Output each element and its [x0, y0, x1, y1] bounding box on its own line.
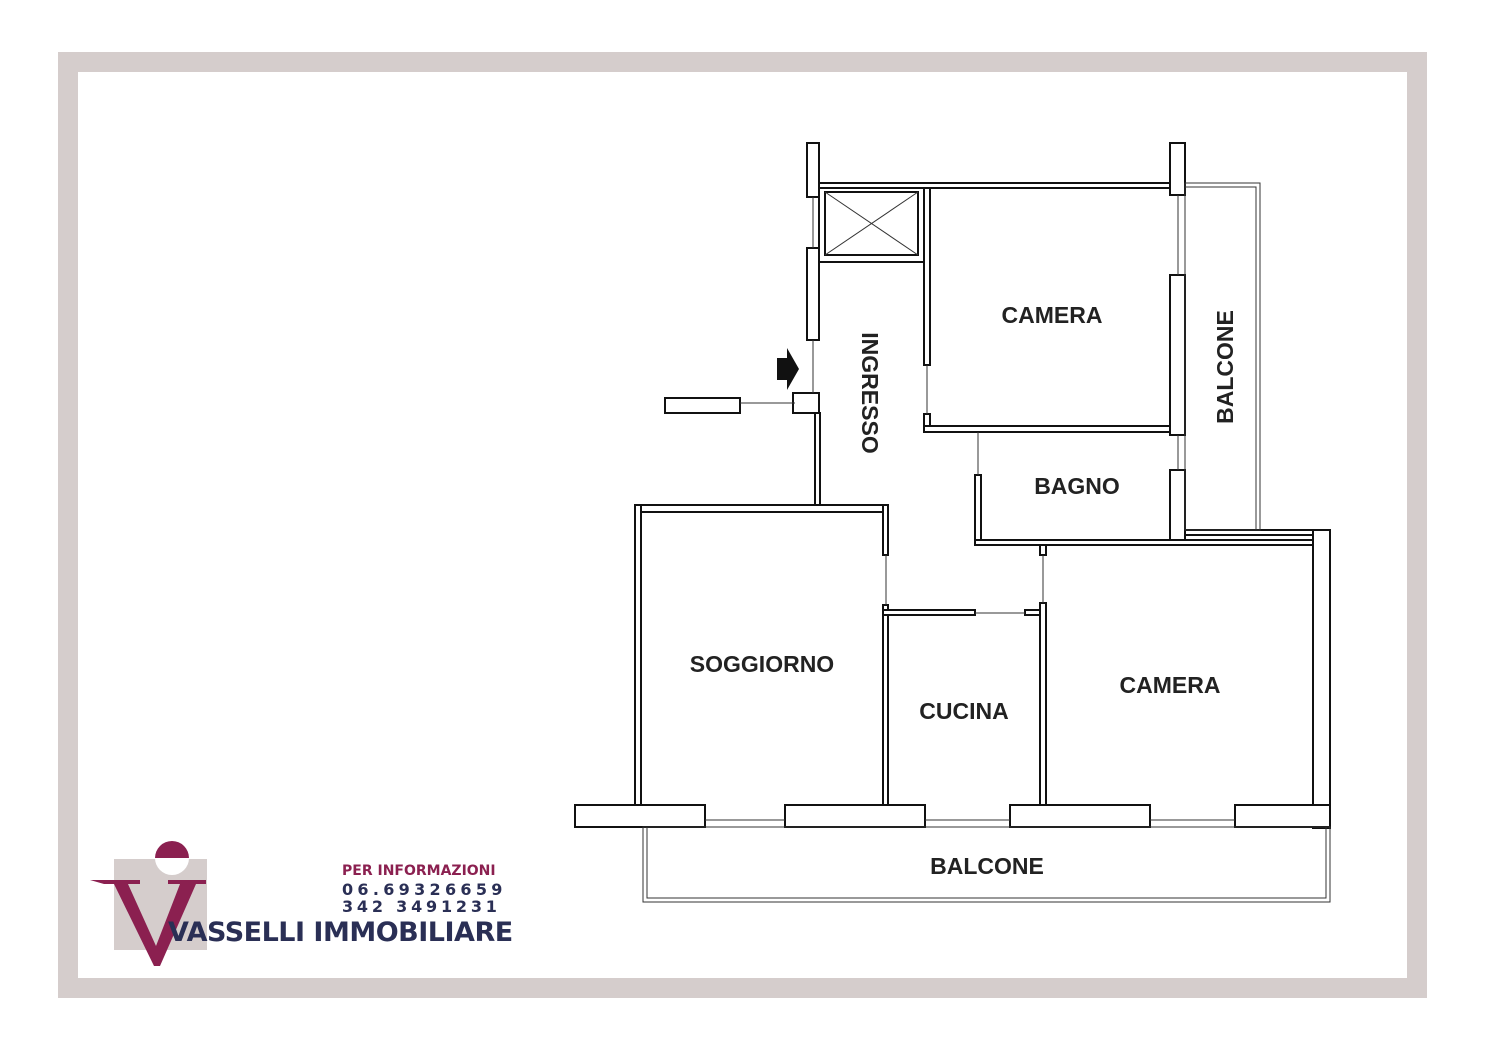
agency-logo [90, 841, 207, 966]
room-balcone-bottom: BALCONE [930, 853, 1044, 879]
walls [574, 142, 1331, 829]
room-balcone-side: BALCONE [1212, 310, 1238, 424]
phone-1: 06.69326659 [342, 880, 507, 899]
info-label: PER INFORMAZIONI [342, 863, 496, 879]
phone-2: 342 3491231 [342, 897, 501, 916]
room-cucina: CUCINA [919, 698, 1008, 724]
room-camera-bottom: CAMERA [1120, 672, 1221, 698]
room-ingresso: INGRESSO [857, 332, 883, 453]
room-bagno: BAGNO [1034, 473, 1120, 499]
entrance-arrow-icon [777, 348, 799, 390]
thin-lines [642, 182, 1331, 903]
agency-name: VASSELLI IMMOBILIARE [168, 917, 513, 948]
room-soggiorno: SOGGIORNO [690, 651, 834, 677]
room-camera-top: CAMERA [1002, 302, 1103, 328]
